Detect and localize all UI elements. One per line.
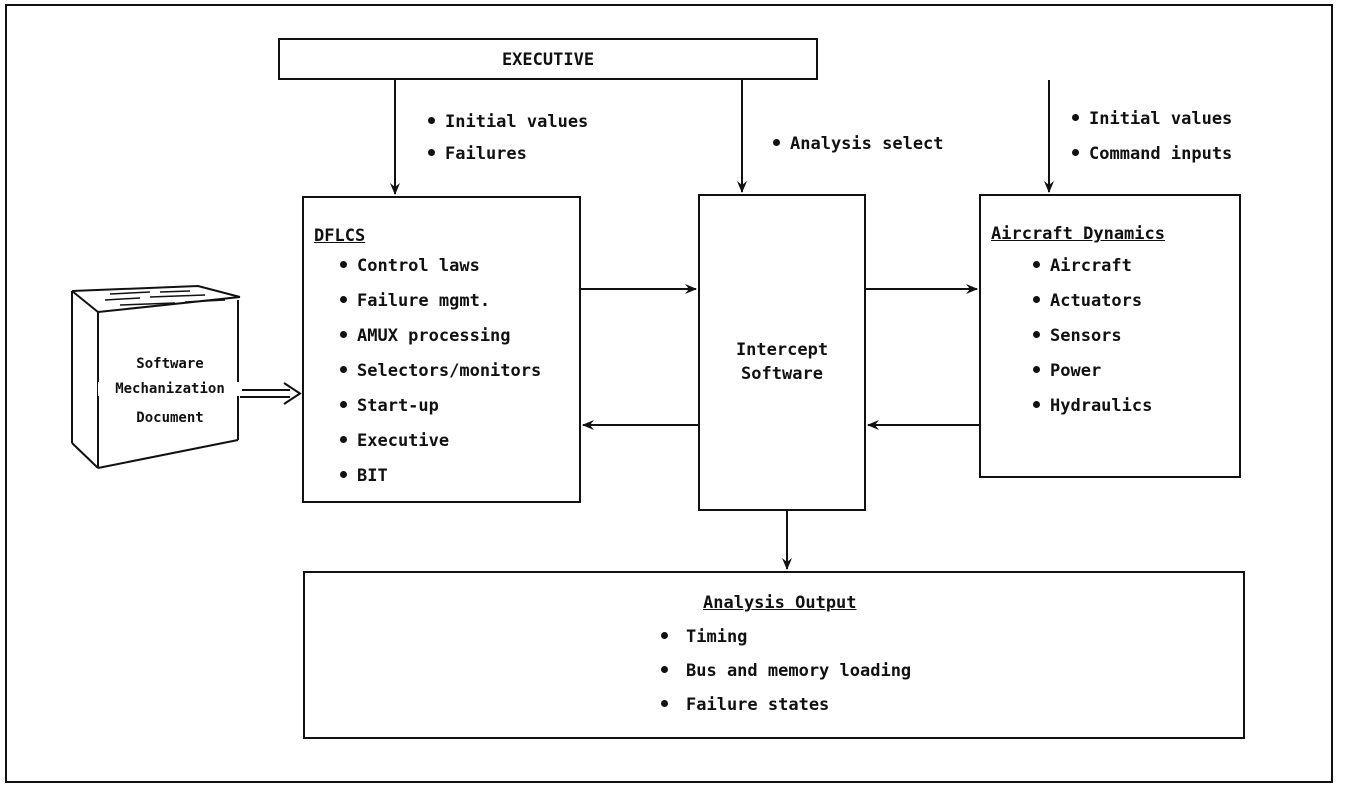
analysis-output-title: Analysis Output xyxy=(703,593,857,613)
left-input-item: Initial values xyxy=(428,114,588,131)
center-input-item: Analysis select xyxy=(773,136,944,153)
aircraft-item: Hydraulics xyxy=(1033,398,1152,415)
executive-box: EXECUTIVE xyxy=(278,38,818,80)
dflcs-item: Control laws xyxy=(340,258,541,275)
output-item: Bus and memory loading xyxy=(661,663,911,680)
aircraft-item: Actuators xyxy=(1033,293,1152,310)
document-label-line1: Software xyxy=(136,356,204,372)
left-input-item: Failures xyxy=(428,146,588,163)
document-label-line2: Mechanization xyxy=(98,382,242,396)
center-input-list: Analysis select xyxy=(773,136,944,153)
intercept-box: Intercept Software xyxy=(698,194,866,511)
document-label-line3: Document xyxy=(136,410,204,426)
analysis-output-list: Timing Bus and memory loading Failure st… xyxy=(661,629,911,714)
analysis-output-box: Analysis Output Timing Bus and memory lo… xyxy=(303,571,1245,739)
intercept-label-line2: Software xyxy=(741,364,823,384)
right-input-list: Initial values Command inputs xyxy=(1072,111,1232,163)
dflcs-list: Control laws Failure mgmt. AMUX processi… xyxy=(340,258,541,485)
dflcs-item: Start-up xyxy=(340,398,541,415)
dflcs-item: AMUX processing xyxy=(340,328,541,345)
aircraft-dynamics-box: Aircraft Dynamics Aircraft Actuators Sen… xyxy=(979,194,1241,478)
aircraft-item: Sensors xyxy=(1033,328,1152,345)
dflcs-title: DFLCS xyxy=(314,226,366,246)
intercept-label-line1: Intercept xyxy=(735,340,829,360)
right-input-item: Command inputs xyxy=(1072,146,1232,163)
output-item: Timing xyxy=(661,629,911,646)
document-book-icon xyxy=(71,284,241,469)
right-input-item: Initial values xyxy=(1072,111,1232,128)
executive-label: EXECUTIVE xyxy=(501,50,595,70)
dflcs-item: BIT xyxy=(340,468,541,485)
aircraft-item: Power xyxy=(1033,363,1152,380)
arrow-document-to-dflcs-head xyxy=(283,382,302,405)
dflcs-item: Selectors/monitors xyxy=(340,363,541,380)
dflcs-item: Executive xyxy=(340,433,541,450)
aircraft-dynamics-list: Aircraft Actuators Sensors Power Hydraul… xyxy=(1033,258,1152,415)
dflcs-box: DFLCS Control laws Failure mgmt. AMUX pr… xyxy=(302,196,581,503)
diagram-frame xyxy=(5,4,1333,783)
aircraft-dynamics-title: Aircraft Dynamics xyxy=(991,224,1165,244)
left-input-list: Initial values Failures xyxy=(428,114,588,163)
aircraft-item: Aircraft xyxy=(1033,258,1152,275)
output-item: Failure states xyxy=(661,697,911,714)
dflcs-item: Failure mgmt. xyxy=(340,293,541,310)
